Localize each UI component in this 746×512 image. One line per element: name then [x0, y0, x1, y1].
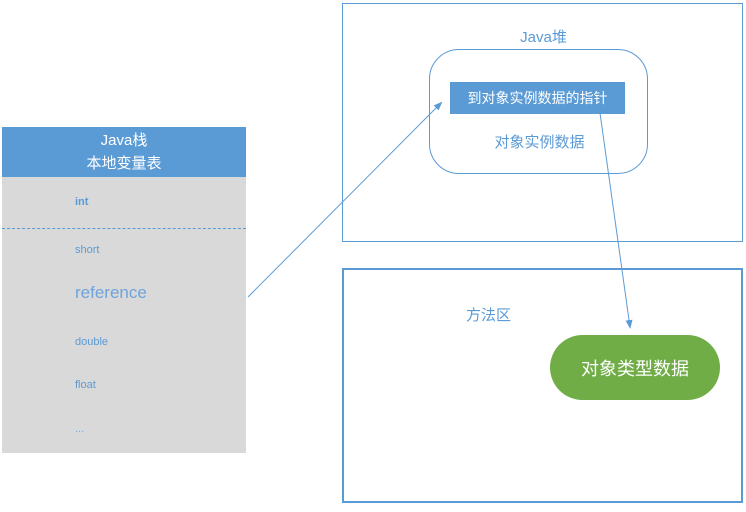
method-area-title: 方法区 [466, 307, 512, 324]
object-type-data-pill: 对象类型数据 [550, 335, 720, 400]
stack-item-ellipsis: ... [75, 423, 85, 435]
stack-item-short: short [75, 244, 100, 256]
stack-item-double: double [75, 336, 109, 348]
heap-object-rounded-box: 到对象实例数据的指针 对象实例数据 [429, 49, 648, 174]
java-heap-title: Java堆 [520, 29, 567, 46]
method-area-box: 方法区 对象类型数据 [342, 268, 743, 503]
dashed-divider [2, 228, 246, 229]
object-instance-data-label: 对象实例数据 [494, 134, 585, 151]
stack-item-float: float [75, 379, 96, 391]
stack-item-int: int [75, 196, 89, 208]
java-heap-box: Java堆 到对象实例数据的指针 对象实例数据 [342, 3, 743, 242]
local-variable-table-label: 本地变量表 [86, 155, 162, 172]
pointer-to-instance-data-rect: 到对象实例数据的指针 [450, 82, 625, 114]
stack-item-reference: reference [75, 283, 147, 302]
java-stack-header: Java栈 本地变量表 [2, 127, 246, 177]
java-stack-box: Java栈 本地变量表 int short reference double f… [2, 127, 246, 453]
java-stack-title: Java栈 [100, 132, 148, 149]
